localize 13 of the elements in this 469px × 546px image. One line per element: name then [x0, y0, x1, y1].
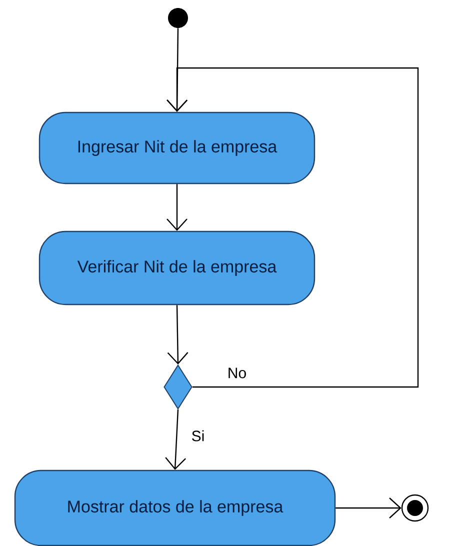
initial-node [168, 8, 188, 28]
control-flow-arrow [166, 184, 188, 231]
action-box: Mostrar datos de la empresa [14, 470, 336, 546]
control-flow-arrow [165, 409, 186, 470]
control-flow-arrow [166, 28, 188, 112]
control-flow-arrow [336, 498, 402, 518]
edge-label: No [228, 368, 246, 378]
control-flow-arrow [166, 67, 419, 388]
action-box: Verificar Nit de la empresa [38, 230, 316, 306]
control-flow-arrow [167, 305, 188, 364]
action-box: Ingresar Nit de la empresa [38, 112, 316, 184]
edge-label: Si [192, 430, 204, 442]
final-node [401, 494, 429, 522]
